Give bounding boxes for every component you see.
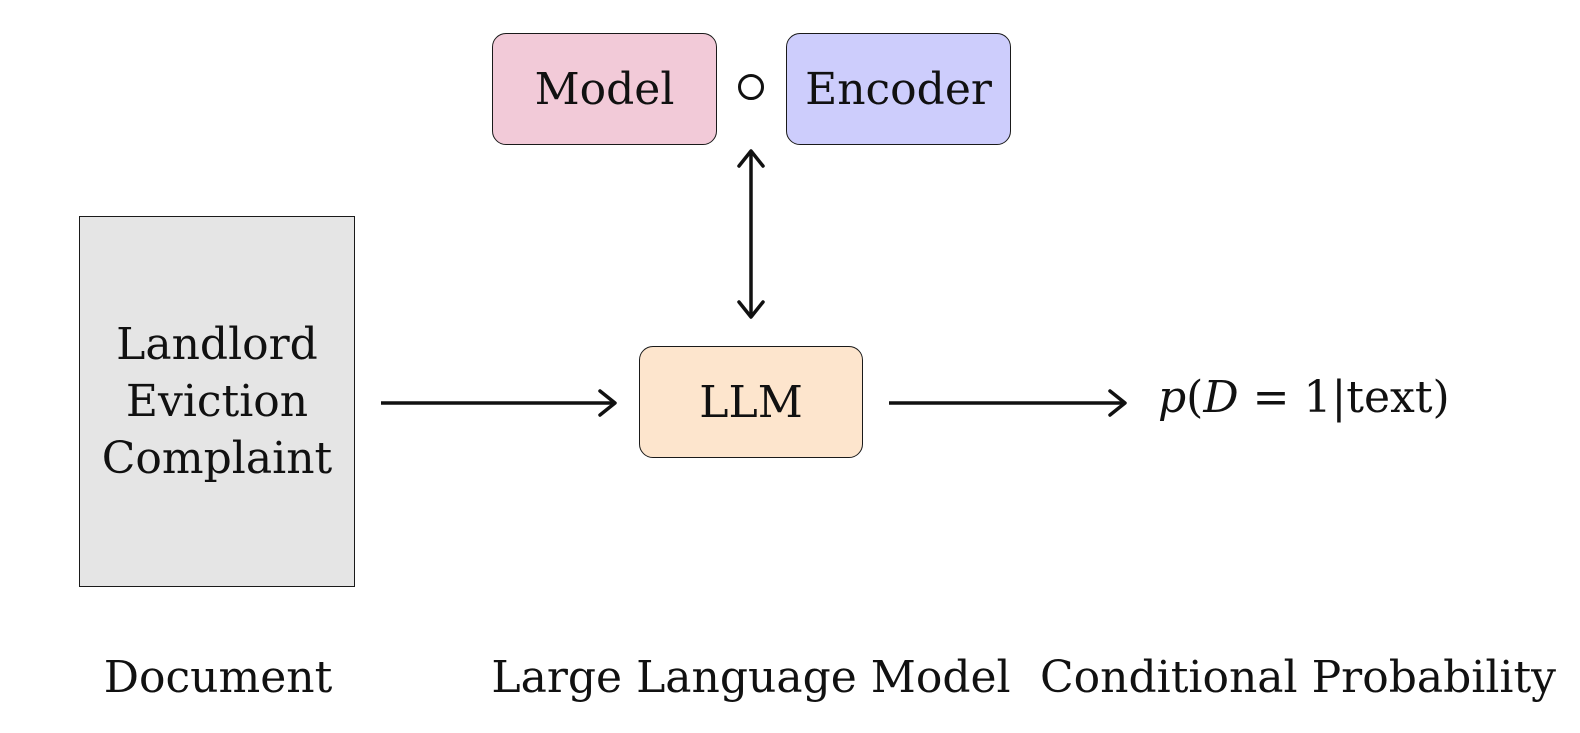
encoder-box: Encoder xyxy=(786,33,1011,145)
composition-operator-icon: ∘ xyxy=(738,74,764,100)
document-line: Complaint xyxy=(101,433,333,484)
formula-condition: text xyxy=(1346,372,1433,423)
caption-probability: Conditional Probability xyxy=(1039,652,1557,703)
caption-document: Document xyxy=(103,652,333,703)
formula-variable: D xyxy=(1203,372,1239,423)
arrowhead-document-to-llm xyxy=(598,389,617,417)
document-line: Eviction xyxy=(125,376,309,427)
probability-formula: p(D = 1|text) xyxy=(1158,372,1450,423)
document-box: Landlord Eviction Complaint xyxy=(79,216,355,587)
formula-equality: = 1| xyxy=(1238,372,1347,423)
arrowhead-down xyxy=(737,300,765,319)
llm-box: LLM xyxy=(639,346,863,458)
encoder-label: Encoder xyxy=(805,63,992,115)
document-text: Landlord Eviction Complaint xyxy=(102,316,332,487)
model-box: Model xyxy=(492,33,717,145)
arrowhead-llm-to-probability xyxy=(1108,389,1127,417)
model-label: Model xyxy=(534,63,675,115)
formula-function: p xyxy=(1158,372,1187,423)
llm-label: LLM xyxy=(699,376,803,428)
document-line: Landlord xyxy=(116,319,318,370)
formula-open-paren: ( xyxy=(1186,372,1204,423)
caption-llm: Large Language Model xyxy=(491,652,1011,703)
arrowhead-up xyxy=(737,149,765,168)
formula-close-paren: ) xyxy=(1432,372,1450,423)
